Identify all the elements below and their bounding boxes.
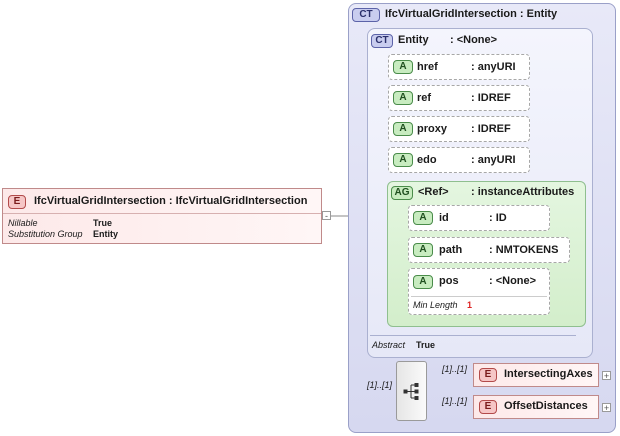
attribute-group-badge: AG xyxy=(391,186,413,200)
attribute-href[interactable]: A href : anyURI xyxy=(388,54,530,80)
child-cardinality: [1]..[1] xyxy=(442,396,468,406)
min-length-label: Min Length xyxy=(413,300,458,310)
attribute-type: : NMTOKENS xyxy=(489,244,559,256)
abstract-value: True xyxy=(416,340,436,350)
sequence-cardinality: [1]..[1] xyxy=(367,380,393,390)
attribute-name: proxy xyxy=(417,123,447,135)
nillable-value: True xyxy=(93,218,113,228)
complex-type-name: IfcVirtualGridIntersection : Entity xyxy=(385,8,558,20)
sequence-icon xyxy=(403,383,419,400)
child-cardinality: [1]..[1] xyxy=(442,364,468,374)
attribute-badge: A xyxy=(393,60,413,74)
root-element-box[interactable]: E IfcVirtualGridIntersection : IfcVirtua… xyxy=(2,188,322,244)
element-offset-distances[interactable]: E OffsetDistances xyxy=(473,395,599,419)
sequence-compositor[interactable] xyxy=(396,361,427,421)
expand-toggle[interactable]: + xyxy=(602,403,611,413)
base-type-badge: CT xyxy=(371,34,393,48)
collapse-toggle[interactable]: - xyxy=(322,211,331,221)
min-length-value: 1 xyxy=(467,300,473,310)
attribute-name: path xyxy=(439,244,463,256)
attribute-type: : ID xyxy=(489,212,507,224)
attribute-type: : <None> xyxy=(489,275,537,287)
attribute-badge: A xyxy=(413,275,433,289)
attribute-name: edo xyxy=(417,154,437,166)
attribute-ref[interactable]: A ref : IDREF xyxy=(388,85,530,111)
attribute-pos[interactable]: A pos : <None> Min Length 1 xyxy=(408,268,550,315)
attribute-edo[interactable]: A edo : anyURI xyxy=(388,147,530,173)
attribute-group-type: : instanceAttributes xyxy=(471,186,575,198)
nillable-label: Nillable xyxy=(8,218,38,228)
attribute-path[interactable]: A path : NMTOKENS xyxy=(408,237,570,263)
complex-type-badge: CT xyxy=(352,8,380,22)
attribute-name: href xyxy=(417,61,438,73)
element-intersecting-axes[interactable]: E IntersectingAxes xyxy=(473,363,599,387)
abstract-label: Abstract xyxy=(372,340,406,350)
substitution-group-label: Substitution Group xyxy=(8,229,83,239)
attribute-name: pos xyxy=(439,275,459,287)
attribute-badge: A xyxy=(393,91,413,105)
base-type-name: Entity xyxy=(398,34,429,46)
attribute-type: : IDREF xyxy=(471,123,511,135)
element-badge: E xyxy=(479,368,497,382)
attribute-proxy[interactable]: A proxy : IDREF xyxy=(388,116,530,142)
attribute-id[interactable]: A id : ID xyxy=(408,205,550,231)
base-type-type: : <None> xyxy=(450,34,498,46)
attribute-badge: A xyxy=(413,211,433,225)
attribute-type: : anyURI xyxy=(471,154,516,166)
attribute-type: : anyURI xyxy=(471,61,516,73)
attribute-badge: A xyxy=(393,153,413,167)
element-badge: E xyxy=(8,195,26,209)
expand-toggle[interactable]: + xyxy=(602,371,611,381)
attribute-name: ref xyxy=(417,92,432,104)
attribute-type: : IDREF xyxy=(471,92,511,104)
attribute-badge: A xyxy=(413,243,433,257)
substitution-group-value: Entity xyxy=(93,229,119,239)
element-name: IntersectingAxes xyxy=(504,368,593,380)
root-element-name: IfcVirtualGridIntersection : IfcVirtualG… xyxy=(34,195,308,207)
element-badge: E xyxy=(479,400,497,414)
attribute-name: id xyxy=(439,212,449,224)
attribute-badge: A xyxy=(393,122,413,136)
attribute-group-name: <Ref> xyxy=(418,186,449,198)
element-name: OffsetDistances xyxy=(504,400,588,412)
